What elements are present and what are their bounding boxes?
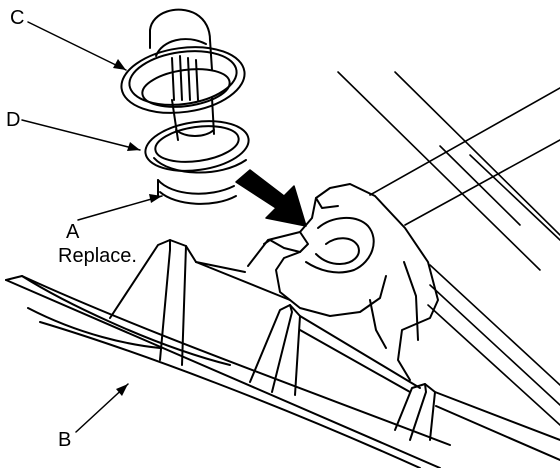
- direction-arrow: [235, 169, 307, 227]
- label-a: A: [66, 221, 80, 243]
- label-c: C: [10, 7, 25, 29]
- trim-panel-b: [5, 239, 560, 468]
- fastener-c: [120, 8, 246, 141]
- label-d: D: [6, 109, 21, 131]
- frame-lines: [337, 71, 560, 426]
- leader-d: [21, 119, 141, 151]
- clip-mount: [247, 183, 439, 381]
- label-a-note: Replace.: [58, 245, 137, 267]
- grommet-a: [157, 179, 237, 205]
- leader-c: [27, 21, 127, 71]
- leader-a: [77, 195, 163, 221]
- washer-d: [144, 120, 250, 174]
- label-b: B: [58, 429, 72, 451]
- leader-lines: [21, 21, 163, 433]
